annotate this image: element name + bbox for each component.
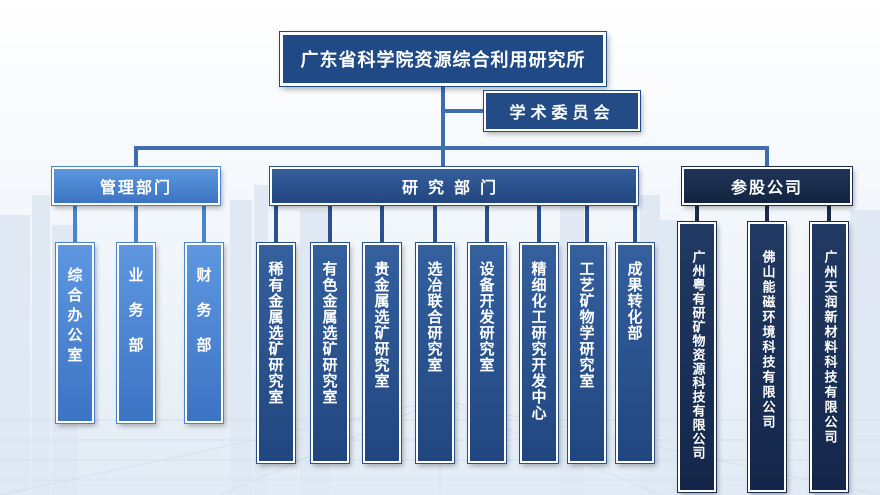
mgmt-unit-label: 综合办公室 — [65, 267, 84, 367]
management-dept-label: 管理部门 — [99, 178, 172, 197]
research-unit-box: 稀有金属选矿研究室 — [257, 243, 295, 463]
holding-companies-header: 参股公司 — [682, 167, 852, 205]
research-unit-box: 选冶联合研究室 — [416, 243, 454, 463]
mgmt-unit-label: 财务部 — [194, 267, 213, 372]
research-unit-label: 贵金属选矿研究室 — [372, 261, 391, 389]
research-dept-header: 研究部门 — [270, 167, 638, 205]
holding-company-box: 佛山能磁环境科技有限公司 — [748, 222, 786, 492]
research-unit-label: 选冶联合研究室 — [425, 261, 444, 373]
research-unit-box: 有色金属选矿研究室 — [311, 243, 349, 463]
research-unit-label: 设备开发研究室 — [477, 261, 496, 373]
research-unit-label: 稀有金属选矿研究室 — [266, 261, 285, 405]
holding-company-label: 广州粤有研矿物资源科技有限公司 — [689, 250, 705, 460]
research-dept-label: 研究部门 — [401, 178, 506, 197]
research-unit-label: 成果转化部 — [625, 261, 644, 341]
research-unit-box: 贵金属选矿研究室 — [363, 243, 401, 463]
research-unit-box: 工艺矿物学研究室 — [568, 243, 606, 463]
holding-company-label: 佛山能磁环境科技有限公司 — [759, 250, 775, 430]
mgmt-unit-box: 业务部 — [117, 243, 155, 423]
mgmt-unit-box: 财务部 — [185, 243, 223, 423]
mgmt-unit-label: 业务部 — [126, 267, 145, 372]
root-org-box: 广东省科学院资源综合利用研究所 — [280, 32, 606, 86]
research-unit-label: 精细化工研究开发中心 — [529, 261, 548, 421]
research-unit-label: 工艺矿物学研究室 — [577, 261, 596, 389]
research-unit-box: 成果转化部 — [616, 243, 654, 463]
academic-committee-label: 学术委员会 — [509, 103, 615, 122]
management-dept-header: 管理部门 — [52, 167, 220, 205]
holding-companies-label: 参股公司 — [730, 178, 803, 197]
mgmt-unit-box: 综合办公室 — [56, 243, 94, 423]
academic-committee-box: 学术委员会 — [484, 91, 640, 131]
root-org-label: 广东省科学院资源综合利用研究所 — [300, 50, 586, 71]
holding-company-box: 广州粤有研矿物资源科技有限公司 — [678, 222, 716, 492]
research-unit-label: 有色金属选矿研究室 — [320, 261, 339, 405]
research-unit-box: 精细化工研究开发中心 — [520, 243, 558, 463]
holding-company-box: 广州天润新材料科技有限公司 — [810, 222, 848, 492]
holding-company-label: 广州天润新材料科技有限公司 — [821, 250, 837, 445]
research-unit-box: 设备开发研究室 — [468, 243, 506, 463]
